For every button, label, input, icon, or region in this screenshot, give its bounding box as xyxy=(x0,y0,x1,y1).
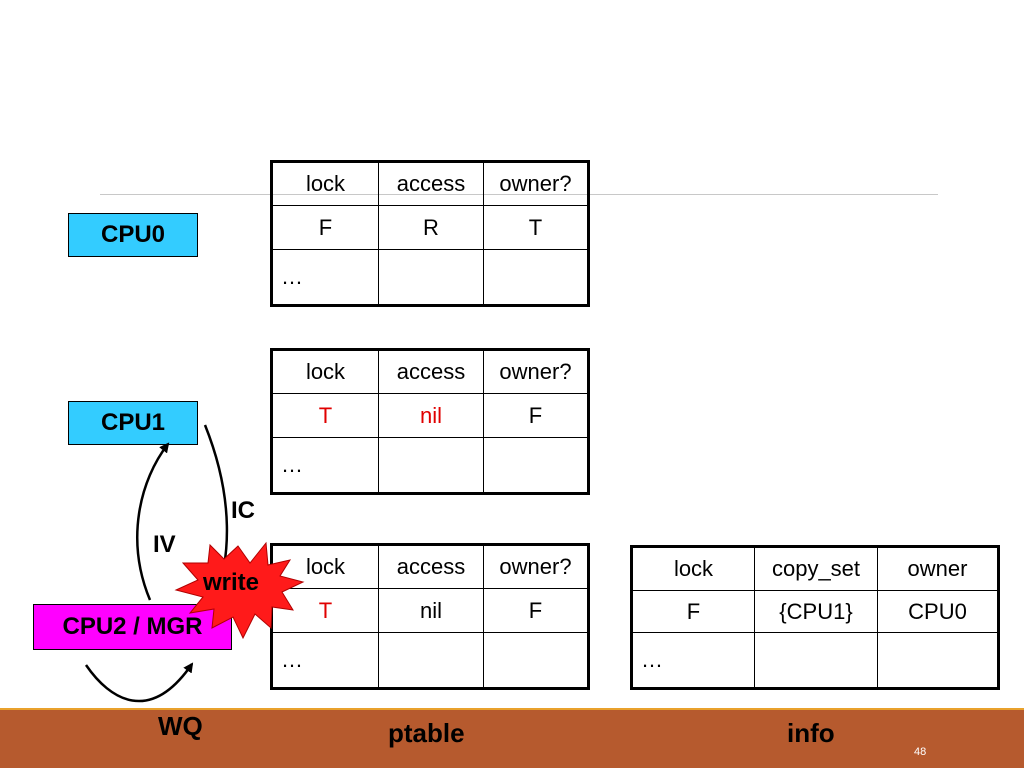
info-header-row: lock copy_set owner xyxy=(631,546,999,591)
cpu0-box: CPU0 xyxy=(68,213,198,257)
header-cell: access xyxy=(378,161,484,206)
owner-cell: CPU0 xyxy=(877,590,999,633)
wq-label: WQ xyxy=(158,711,203,741)
owner-cell: F xyxy=(483,393,589,438)
empty-cell xyxy=(754,632,878,689)
write-label: write xyxy=(203,569,260,596)
empty-cell xyxy=(483,437,589,494)
access-cell: R xyxy=(378,205,484,250)
write-burst-icon xyxy=(174,541,305,640)
ptable-row: T nil F xyxy=(271,393,589,438)
ellipsis-cell: … xyxy=(271,437,379,494)
ptable-row: T nil F xyxy=(271,588,589,633)
ellipsis-cell: … xyxy=(631,632,755,689)
ptable-ellipsis-row: … xyxy=(271,249,589,306)
wq-arrow xyxy=(84,662,194,703)
header-cell: copy_set xyxy=(754,546,878,591)
ptable-cpu0: lock access owner? F R T … xyxy=(270,160,590,307)
ptable-ellipsis-row: … xyxy=(271,437,589,494)
lock-cell: F xyxy=(271,205,379,250)
iv-label: IV xyxy=(153,531,176,558)
empty-cell xyxy=(483,249,589,306)
info-table: lock copy_set owner F {CPU1} CPU0 … xyxy=(630,545,1000,690)
cpu1-box: CPU1 xyxy=(68,401,198,445)
ic-label: IC xyxy=(231,497,255,524)
empty-cell xyxy=(483,632,589,689)
ellipsis-cell: … xyxy=(271,632,379,689)
info-ellipsis-row: … xyxy=(631,632,999,689)
footer-accent-line xyxy=(0,708,1024,711)
iv-arrow xyxy=(136,442,170,601)
footer-bar xyxy=(0,710,1024,768)
header-cell: owner? xyxy=(483,544,589,589)
ptable-header-row: lock access owner? xyxy=(271,349,589,394)
owner-cell: T xyxy=(483,205,589,250)
header-cell: owner? xyxy=(483,161,589,206)
ptable-caption: ptable xyxy=(388,718,465,748)
header-cell: lock xyxy=(271,349,379,394)
ptable-ellipsis-row: … xyxy=(271,632,589,689)
slide-number: 48 xyxy=(914,746,927,758)
empty-cell xyxy=(378,437,484,494)
ptable-row: F R T xyxy=(271,205,589,250)
info-caption: info xyxy=(787,718,835,748)
header-cell: owner xyxy=(877,546,999,591)
lock-cell: T xyxy=(271,393,379,438)
owner-cell: F xyxy=(483,588,589,633)
empty-cell xyxy=(877,632,999,689)
cpu2-mgr-box: CPU2 / MGR xyxy=(33,604,232,650)
ptable-cpu1: lock access owner? T nil F … xyxy=(270,348,590,495)
header-cell: owner? xyxy=(483,349,589,394)
